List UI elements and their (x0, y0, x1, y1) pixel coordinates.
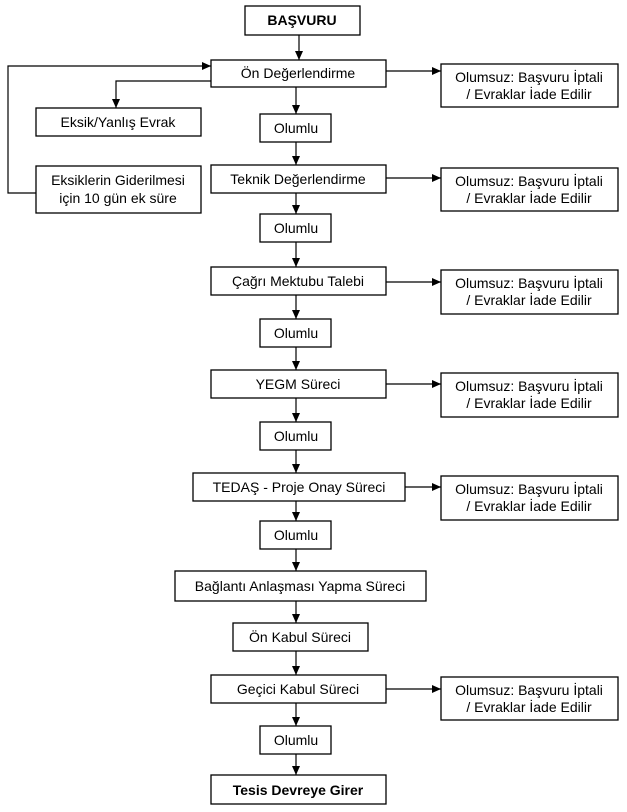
node-teknik-degerlendirme: Teknik Değerlendirme (210, 164, 387, 194)
node-olumsuz-3: Olumsuz: Başvuru İptali / Evraklar İade … (440, 269, 619, 315)
arrow-eksiklerin-on (7, 62, 211, 194)
node-olumsuz-4-line1: Olumsuz: Başvuru İptali (455, 377, 603, 394)
node-olumlu-6: Olumlu (259, 725, 332, 755)
node-eksik-evrak-label: Eksik/Yanlış Evrak (61, 114, 177, 130)
node-olumsuz-1-line2: / Evraklar İade Edilir (466, 85, 592, 102)
node-teknik-degerlendirme-label: Teknik Değerlendirme (230, 171, 366, 187)
node-olumsuz-6-line1: Olumsuz: Başvuru İptali (455, 681, 603, 698)
node-olumlu-6-label: Olumlu (274, 732, 318, 748)
node-olumsuz-2-line2: / Evraklar İade Edilir (466, 189, 592, 206)
node-tedas: TEDAŞ - Proje Onay Süreci (192, 472, 406, 502)
node-olumlu-2-label: Olumlu (274, 220, 318, 236)
node-olumlu-1: Olumlu (259, 113, 332, 143)
node-on-kabul-label: Ön Kabul Süreci (249, 628, 351, 645)
node-cagri-mektubu: Çağrı Mektubu Talebi (210, 266, 387, 296)
node-olumsuz-4: Olumsuz: Başvuru İptali / Evraklar İade … (440, 372, 619, 418)
arrow-on-eksik (112, 80, 211, 108)
node-olumsuz-6-line2: / Evraklar İade Edilir (466, 698, 592, 715)
node-gecici-kabul-label: Geçici Kabul Süreci (237, 681, 359, 697)
node-eksiklerin-giderilmesi-line2: için 10 gün ek süre (59, 190, 177, 206)
node-tesis: Tesis Devreye Girer (210, 774, 387, 805)
node-olumsuz-6: Olumsuz: Başvuru İptali / Evraklar İade … (440, 676, 619, 721)
node-olumlu-4: Olumlu (259, 421, 332, 451)
node-olumsuz-3-line2: / Evraklar İade Edilir (466, 291, 592, 308)
node-cagri-mektubu-label: Çağrı Mektubu Talebi (232, 273, 364, 289)
node-olumsuz-5-line2: / Evraklar İade Edilir (466, 497, 592, 514)
node-olumsuz-2-line1: Olumsuz: Başvuru İptali (455, 172, 603, 189)
node-gecici-kabul: Geçici Kabul Süreci (210, 674, 387, 704)
node-tesis-label: Tesis Devreye Girer (233, 782, 364, 798)
node-tedas-label: TEDAŞ - Proje Onay Süreci (213, 479, 386, 495)
node-olumsuz-4-line2: / Evraklar İade Edilir (466, 394, 592, 411)
node-eksiklerin-giderilmesi-line1: Eksiklerin Giderilmesi (51, 172, 185, 188)
node-yegm: YEGM Süreci (210, 369, 387, 399)
node-on-kabul: Ön Kabul Süreci (232, 622, 369, 652)
node-olumsuz-5-line1: Olumsuz: Başvuru İptali (455, 480, 603, 497)
node-olumlu-3-label: Olumlu (274, 325, 318, 341)
node-eksiklerin-giderilmesi: Eksiklerin Giderilmesi için 10 gün ek sü… (35, 165, 202, 214)
node-on-degerlendirme-label: Ön Değerlendirme (241, 64, 356, 81)
node-olumlu-5-label: Olumlu (274, 527, 318, 543)
node-on-degerlendirme: Ön Değerlendirme (210, 59, 387, 88)
node-baglanti-label: Bağlantı Anlaşması Yapma Süreci (195, 578, 405, 594)
node-baglanti: Bağlantı Anlaşması Yapma Süreci (174, 570, 427, 602)
node-olumsuz-1: Olumsuz: Başvuru İptali / Evraklar İade … (440, 63, 619, 108)
node-olumlu-2: Olumlu (259, 213, 332, 243)
node-olumsuz-1-line1: Olumsuz: Başvuru İptali (455, 68, 603, 85)
node-olumlu-5: Olumlu (259, 520, 332, 550)
node-olumsuz-5: Olumsuz: Başvuru İptali / Evraklar İade … (440, 475, 619, 521)
node-olumsuz-2: Olumsuz: Başvuru İptali / Evraklar İade … (440, 167, 619, 212)
node-olumsuz-3-line1: Olumsuz: Başvuru İptali (455, 274, 603, 291)
node-yegm-label: YEGM Süreci (256, 376, 341, 392)
node-olumlu-3: Olumlu (259, 318, 332, 348)
node-eksik-evrak: Eksik/Yanlış Evrak (35, 107, 202, 137)
node-olumlu-4-label: Olumlu (274, 428, 318, 444)
node-basvuru-label: BAŞVURU (267, 12, 336, 28)
node-olumlu-1-label: Olumlu (274, 120, 318, 136)
node-basvuru: BAŞVURU (244, 5, 361, 36)
